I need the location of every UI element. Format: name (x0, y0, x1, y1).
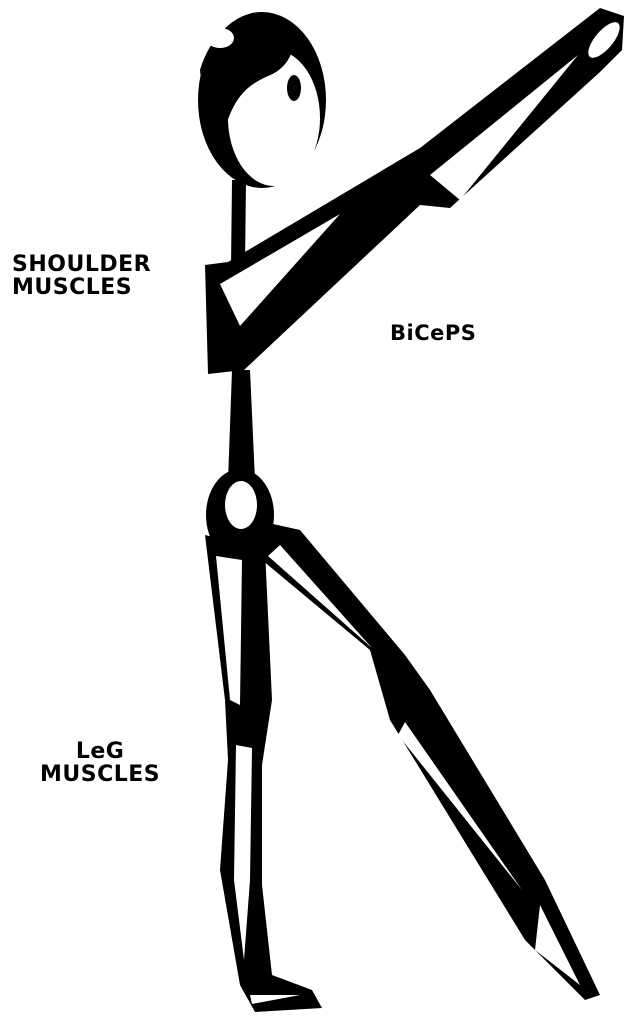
standing-leg (205, 535, 322, 1012)
hair-highlight (206, 28, 234, 48)
torso (228, 370, 255, 482)
biceps-label: BiCePS (390, 322, 476, 344)
shoulder-label-line-2: MUSCLES (12, 276, 151, 299)
eye-icon (287, 75, 301, 101)
back-leg (250, 520, 600, 1000)
leg-muscles-label: LeG MUSCLES (40, 740, 160, 786)
shoulder-muscles-label: SHOULDER MUSCLES (12, 253, 151, 299)
shoulder-label-line-1: SHOULDER (12, 253, 151, 276)
leg-label-line-1: LeG (40, 740, 160, 763)
head (198, 12, 326, 188)
leg-label-line-2: MUSCLES (40, 763, 160, 786)
